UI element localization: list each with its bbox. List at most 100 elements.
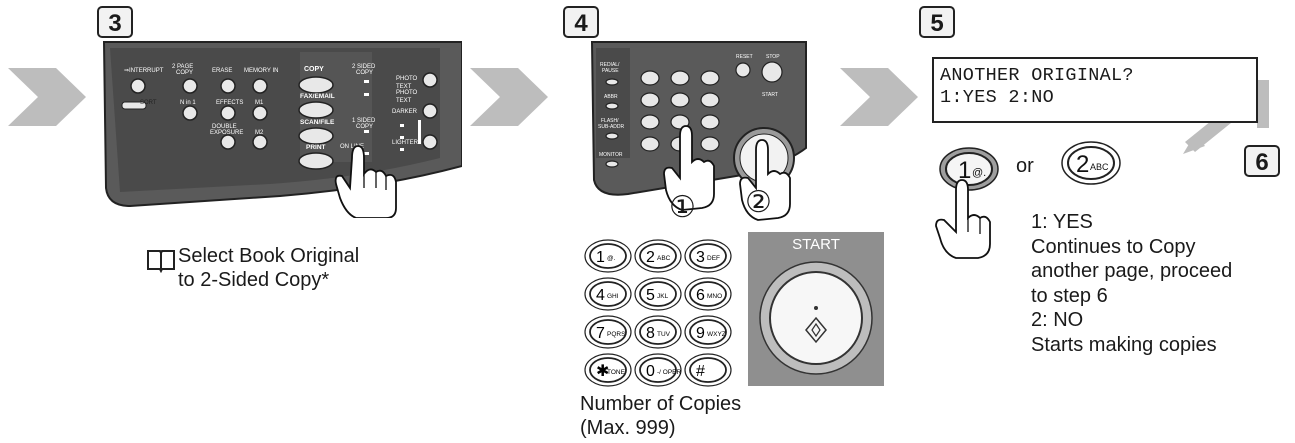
pointing-hand-icon bbox=[935, 179, 991, 259]
keypad-key-main-label: 0 bbox=[646, 363, 655, 380]
svg-text:ABC: ABC bbox=[1090, 162, 1109, 172]
keypad-key-main-label: 2 bbox=[646, 249, 655, 266]
keypad-key-main-label: ✱ bbox=[596, 363, 609, 380]
keypad-key-sub-label: JKL bbox=[657, 293, 669, 300]
svg-text:START: START bbox=[762, 92, 778, 98]
keypad-key-0[interactable]: 0-/ OPER bbox=[634, 353, 682, 387]
book-original-caption-line1: Select Book Original bbox=[178, 245, 360, 267]
fax-keypad-panel: REDIAL/PAUSE ABBR FLASH/SUB-ADDR MONITOR R… bbox=[590, 41, 807, 221]
keypad-key-✱[interactable]: ✱TONE bbox=[584, 353, 632, 387]
svg-text:PRINT: PRINT bbox=[306, 144, 326, 151]
svg-text:EXPOSURE: EXPOSURE bbox=[210, 130, 243, 136]
desc-line-3: another page, proceed bbox=[1031, 260, 1233, 282]
keypad-key-main-label: 4 bbox=[596, 287, 605, 304]
svg-text:MEMORY IN: MEMORY IN bbox=[244, 68, 278, 74]
svg-text:SUB-ADDR: SUB-ADDR bbox=[598, 124, 625, 130]
svg-text:STOP: STOP bbox=[766, 54, 780, 60]
svg-text:PHOTO: PHOTO bbox=[396, 76, 418, 82]
step-number-3: 3 bbox=[97, 6, 133, 38]
book-original-caption-line2: to 2-Sided Copy* bbox=[178, 269, 330, 291]
desc-line-1: 1: YES bbox=[1031, 211, 1093, 233]
svg-text:FLASH/: FLASH/ bbox=[601, 118, 619, 124]
keypad-key-main-label: 3 bbox=[696, 249, 705, 266]
lcd-line-2: 1:YES 2:NO bbox=[940, 87, 1055, 108]
svg-text:FAX/EMAIL: FAX/EMAIL bbox=[300, 93, 335, 100]
keypad-key-sub-label: DEF bbox=[707, 255, 720, 262]
keypad-key-main-label: 8 bbox=[646, 325, 655, 342]
svg-text:PHOTO: PHOTO bbox=[396, 90, 418, 96]
svg-text:@.: @. bbox=[972, 167, 986, 179]
svg-text:M1: M1 bbox=[255, 100, 264, 106]
keypad-key-sub-label: @. bbox=[607, 255, 616, 262]
keypad-key-1[interactable]: 1@. bbox=[584, 239, 632, 273]
svg-text:1 SIDED: 1 SIDED bbox=[352, 118, 376, 124]
step-number-4: 4 bbox=[563, 6, 599, 38]
desc-line-6: Starts making copies bbox=[1031, 333, 1217, 356]
svg-text:M2: M2 bbox=[255, 130, 264, 136]
keypad-key-sub-label: WXYZ bbox=[707, 331, 726, 338]
desc-line-5: 2: NO bbox=[1031, 309, 1084, 331]
svg-text:2 PAGE: 2 PAGE bbox=[172, 64, 193, 70]
keypad-key-main-label: 9 bbox=[696, 325, 705, 342]
yes-no-description: 1: YES Continues to Copy another page, p… bbox=[1031, 210, 1232, 357]
svg-text:REDIAL/: REDIAL/ bbox=[600, 62, 620, 68]
svg-text:N in 1: N in 1 bbox=[180, 100, 196, 106]
keypad-key-#[interactable]: # bbox=[684, 353, 732, 387]
svg-text:COPY: COPY bbox=[304, 66, 324, 73]
svg-text:LIGHTER: LIGHTER bbox=[392, 140, 419, 146]
keypad-key-main-label: 5 bbox=[646, 287, 655, 304]
copies-caption-line2: (Max. 999) bbox=[580, 417, 676, 439]
svg-text:ERASE: ERASE bbox=[212, 68, 232, 74]
svg-text:⇒INTERRUPT: ⇒INTERRUPT bbox=[124, 68, 164, 74]
svg-text:TEXT: TEXT bbox=[396, 84, 412, 90]
svg-text:MONITOR: MONITOR bbox=[599, 152, 623, 158]
keypad-key-main-label: # bbox=[696, 363, 705, 380]
keypad-key-main-label: 6 bbox=[696, 287, 705, 304]
step-number-5: 5 bbox=[919, 6, 955, 38]
svg-text:PAUSE: PAUSE bbox=[602, 68, 619, 74]
svg-text:COPY: COPY bbox=[356, 124, 373, 130]
svg-text:ABBR: ABBR bbox=[604, 94, 618, 100]
svg-text:RESET: RESET bbox=[736, 54, 753, 60]
step-marker-1: ① bbox=[669, 191, 696, 224]
key-2-button[interactable]: 2 ABC bbox=[1060, 140, 1122, 186]
svg-text:DOUBLE: DOUBLE bbox=[212, 124, 237, 130]
book-icon bbox=[147, 250, 175, 273]
start-button-panel: START bbox=[748, 232, 884, 386]
lcd-display: ANOTHER ORIGINAL? 1:YES 2:NO bbox=[932, 57, 1258, 123]
keypad-key-main-label: 1 bbox=[596, 249, 605, 266]
svg-text:TEXT: TEXT bbox=[396, 98, 412, 104]
svg-text:DARKER: DARKER bbox=[392, 109, 418, 115]
start-label: START bbox=[792, 236, 840, 253]
svg-text:2: 2 bbox=[1076, 151, 1089, 178]
desc-line-4: to step 6 bbox=[1031, 284, 1108, 307]
svg-text:ON LINE: ON LINE bbox=[340, 144, 364, 150]
start-button[interactable] bbox=[756, 258, 876, 378]
flow-chevron-1 bbox=[8, 68, 86, 126]
svg-text:EFFECTS: EFFECTS bbox=[216, 100, 243, 106]
flow-chevron-3 bbox=[840, 68, 918, 126]
keypad-key-sub-label: TUV bbox=[657, 331, 671, 338]
svg-text:COPY: COPY bbox=[356, 70, 373, 76]
desc-line-2: Continues to Copy bbox=[1031, 235, 1196, 258]
lcd-line-1: ANOTHER ORIGINAL? bbox=[940, 65, 1134, 86]
flow-chevron-2 bbox=[470, 68, 548, 126]
keypad-key-sub-label: ABC bbox=[657, 255, 671, 262]
keypad-key-sub-label: PQRS bbox=[607, 331, 626, 338]
keypad-key-sub-label: TONE bbox=[607, 369, 626, 376]
svg-text:1: 1 bbox=[958, 157, 971, 184]
or-text: or bbox=[1016, 155, 1034, 177]
keypad-key-sub-label: -/ OPER bbox=[657, 369, 682, 376]
key-1-button[interactable]: 1 @. bbox=[938, 146, 1000, 192]
copies-caption-line1: Number of Copies bbox=[580, 393, 742, 415]
